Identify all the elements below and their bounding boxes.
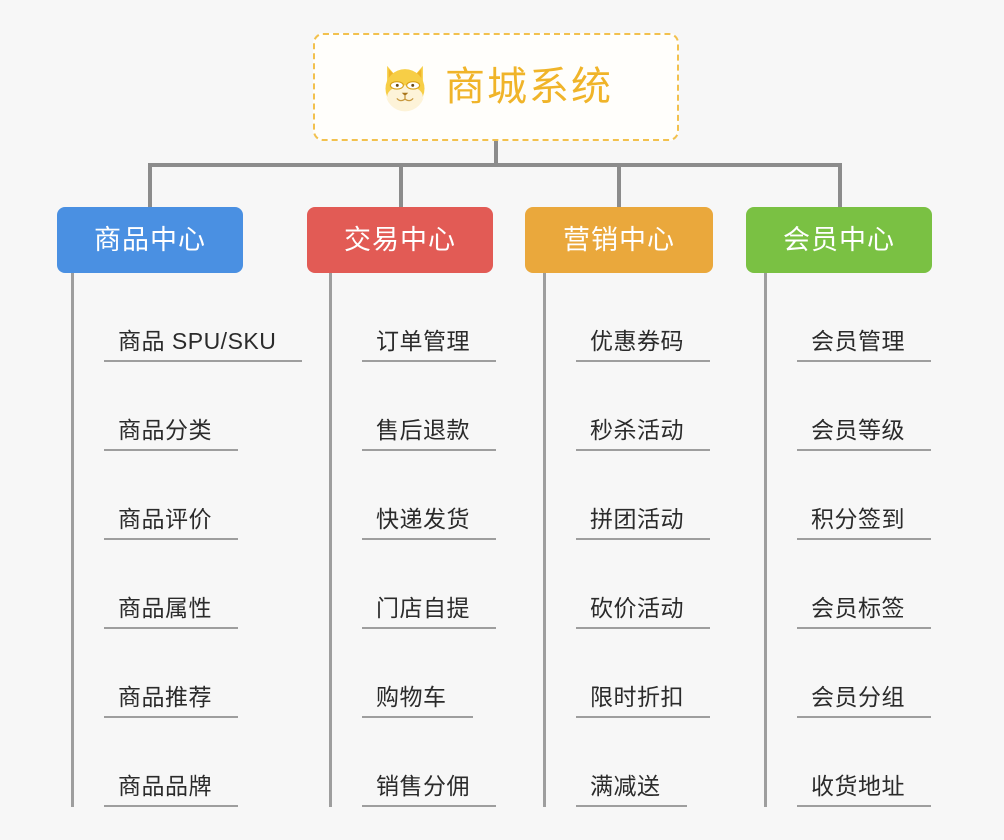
leaf-item[interactable]: 商品推荐 bbox=[74, 629, 302, 718]
leaf-label: 优惠券码 bbox=[590, 328, 684, 354]
leaf-item[interactable]: 销售分佣 bbox=[332, 718, 496, 807]
leaf-label: 商品 SPU/SKU bbox=[118, 328, 277, 354]
branch-column-trade: 交易中心 订单管理 售后退款 快递发货 门店自提 购物车 销售分佣 bbox=[307, 207, 496, 807]
leaf-item[interactable]: 积分签到 bbox=[767, 451, 932, 540]
leaf-label: 限时折扣 bbox=[590, 684, 684, 710]
connector-drop-3 bbox=[617, 163, 621, 209]
leaf-item[interactable]: 商品 SPU/SKU bbox=[74, 273, 303, 362]
leaf-item[interactable]: 优惠券码 bbox=[546, 273, 713, 362]
connector-root-stem bbox=[494, 141, 498, 165]
leaf-label: 会员等级 bbox=[811, 417, 905, 443]
connector-drop-2 bbox=[399, 163, 403, 209]
root-title: 商城系统 bbox=[445, 65, 613, 109]
branch-spine-trade: 订单管理 售后退款 快递发货 门店自提 购物车 销售分佣 bbox=[329, 273, 496, 807]
leaf-label: 会员管理 bbox=[811, 328, 905, 354]
leaf-item[interactable]: 砍价活动 bbox=[546, 540, 713, 629]
leaf-item[interactable]: 会员管理 bbox=[767, 273, 932, 362]
leaf-label: 购物车 bbox=[376, 684, 447, 710]
category-header-member[interactable]: 会员中心 bbox=[746, 207, 932, 273]
leaf-item[interactable]: 商品分类 bbox=[74, 362, 302, 451]
leaf-item[interactable]: 商品评价 bbox=[74, 451, 302, 540]
leaf-item[interactable]: 购物车 bbox=[332, 629, 496, 718]
category-label: 营销中心 bbox=[563, 224, 675, 255]
leaf-label: 会员分组 bbox=[811, 684, 905, 710]
leaf-label: 商品品牌 bbox=[118, 773, 212, 799]
branch-column-marketing: 营销中心 优惠券码 秒杀活动 拼团活动 砍价活动 限时折扣 满减送 bbox=[525, 207, 713, 807]
category-header-marketing[interactable]: 营销中心 bbox=[525, 207, 713, 273]
leaf-item[interactable]: 快递发货 bbox=[332, 451, 496, 540]
leaf-label: 会员标签 bbox=[811, 595, 905, 621]
leaf-item[interactable]: 商品品牌 bbox=[74, 718, 302, 807]
branch-column-member: 会员中心 会员管理 会员等级 积分签到 会员标签 会员分组 收货地址 bbox=[746, 207, 932, 807]
connector-drop-1 bbox=[148, 163, 152, 209]
leaf-label: 商品分类 bbox=[118, 417, 212, 443]
leaf-label: 商品评价 bbox=[118, 506, 212, 532]
branch-column-product: 商品中心 商品 SPU/SKU 商品分类 商品评价 商品属性 商品推荐 商品品牌 bbox=[57, 207, 303, 807]
leaf-label: 商品属性 bbox=[118, 595, 212, 621]
leaf-item[interactable]: 售后退款 bbox=[332, 362, 496, 451]
connector-drop-4 bbox=[838, 163, 842, 209]
branch-spine-marketing: 优惠券码 秒杀活动 拼团活动 砍价活动 限时折扣 满减送 bbox=[543, 273, 713, 807]
branch-spine-member: 会员管理 会员等级 积分签到 会员标签 会员分组 收货地址 bbox=[764, 273, 932, 807]
leaf-item[interactable]: 会员分组 bbox=[767, 629, 932, 718]
leaf-label: 满减送 bbox=[590, 773, 661, 799]
leaf-label: 门店自提 bbox=[376, 595, 470, 621]
leaf-label: 商品推荐 bbox=[118, 684, 212, 710]
leaf-label: 收货地址 bbox=[811, 773, 905, 799]
connector-horizontal-bus bbox=[150, 163, 842, 167]
leaf-label: 积分签到 bbox=[811, 506, 905, 532]
leaf-label: 拼团活动 bbox=[590, 506, 684, 532]
category-header-trade[interactable]: 交易中心 bbox=[307, 207, 493, 273]
leaf-item[interactable]: 满减送 bbox=[546, 718, 713, 807]
category-label: 交易中心 bbox=[344, 224, 456, 255]
leaf-label: 快递发货 bbox=[376, 506, 470, 532]
leaf-label: 砍价活动 bbox=[590, 595, 684, 621]
leaf-item[interactable]: 限时折扣 bbox=[546, 629, 713, 718]
leaf-item[interactable]: 商品属性 bbox=[74, 540, 302, 629]
root-node[interactable]: 商城系统 bbox=[313, 33, 679, 141]
leaf-label: 销售分佣 bbox=[376, 773, 470, 799]
leaf-item[interactable]: 会员标签 bbox=[767, 540, 932, 629]
leaf-item[interactable]: 拼团活动 bbox=[546, 451, 713, 540]
leaf-item[interactable]: 订单管理 bbox=[332, 273, 496, 362]
leaf-label: 订单管理 bbox=[376, 328, 470, 354]
leaf-item[interactable]: 秒杀活动 bbox=[546, 362, 713, 451]
leaf-label: 售后退款 bbox=[376, 417, 470, 443]
category-label: 会员中心 bbox=[783, 224, 895, 255]
category-label: 商品中心 bbox=[94, 224, 206, 255]
leaf-item[interactable]: 收货地址 bbox=[767, 718, 932, 807]
leaf-item[interactable]: 会员等级 bbox=[767, 362, 932, 451]
leaf-item[interactable]: 门店自提 bbox=[332, 540, 496, 629]
shiba-dog-icon bbox=[385, 65, 425, 112]
branch-spine-product: 商品 SPU/SKU 商品分类 商品评价 商品属性 商品推荐 商品品牌 bbox=[71, 273, 303, 807]
category-header-product[interactable]: 商品中心 bbox=[57, 207, 243, 273]
leaf-label: 秒杀活动 bbox=[590, 417, 684, 443]
